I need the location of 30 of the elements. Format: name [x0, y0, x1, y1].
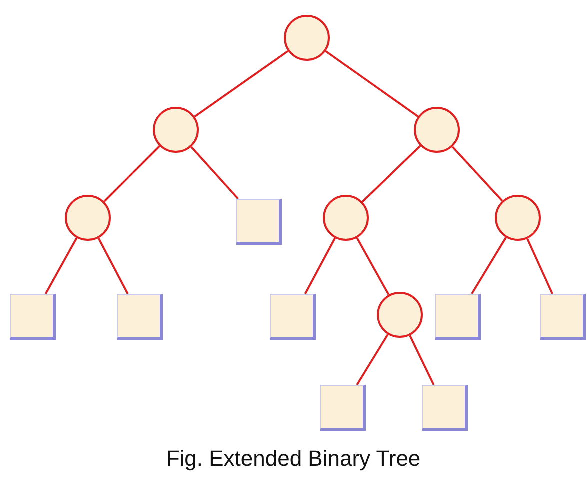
square-node: [320, 385, 366, 431]
square-node: [236, 199, 282, 245]
square-node: [270, 294, 316, 340]
circle-node: [153, 107, 199, 153]
connector-line: [356, 238, 390, 296]
connector-line: [44, 238, 78, 294]
connector-line: [190, 146, 239, 200]
connector-line: [526, 238, 554, 294]
square-node: [540, 294, 586, 340]
circle-node: [377, 292, 423, 338]
connector-line: [452, 146, 504, 202]
connector-line: [104, 146, 160, 202]
circle-node: [284, 15, 330, 61]
connector-line: [471, 237, 507, 295]
circle-node: [495, 195, 541, 241]
connector-line: [98, 238, 129, 294]
connector-line: [362, 145, 422, 203]
square-node: [422, 385, 468, 431]
circle-node: [323, 195, 369, 241]
connector-line: [194, 50, 289, 118]
circle-node: [65, 195, 111, 241]
figure-caption: Fig. Extended Binary Tree: [165, 446, 422, 472]
square-node: [435, 294, 481, 340]
connector-line: [304, 238, 336, 294]
square-node: [10, 294, 56, 340]
connector-line: [325, 50, 419, 118]
connector-line: [356, 334, 389, 386]
circle-node: [414, 107, 460, 153]
connector-line: [409, 335, 435, 386]
square-node: [117, 294, 163, 340]
